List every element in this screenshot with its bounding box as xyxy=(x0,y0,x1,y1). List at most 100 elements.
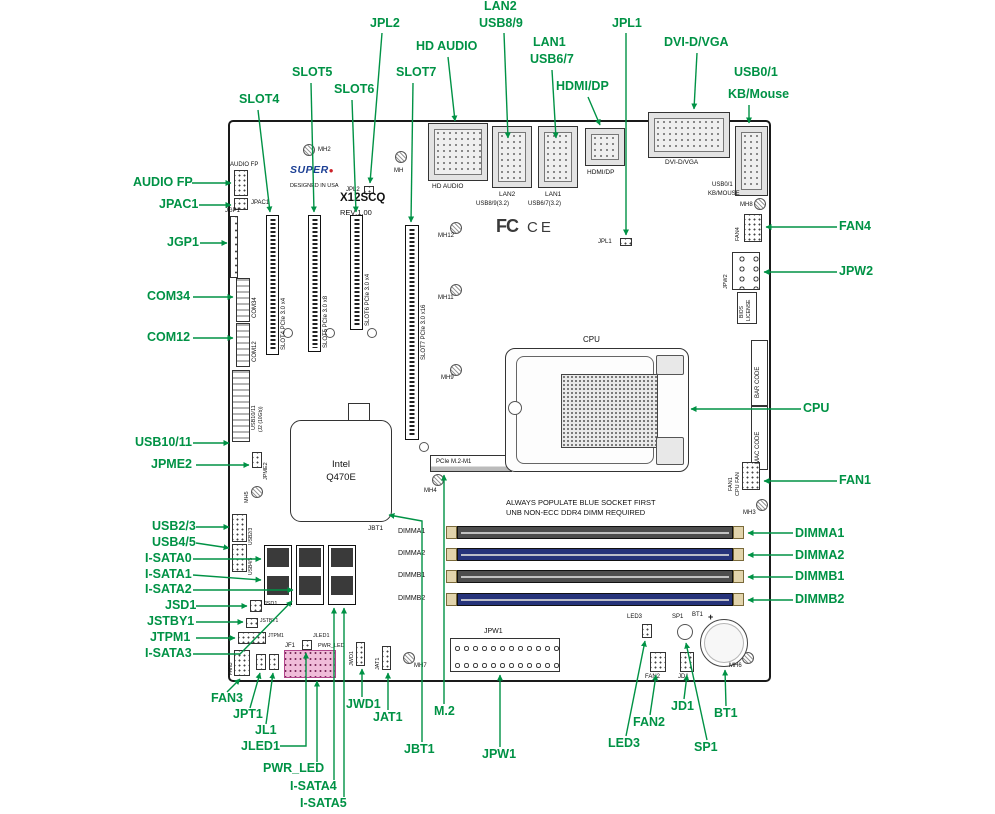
dimmb2-slot xyxy=(457,593,733,606)
dimma1-slot xyxy=(457,526,733,539)
callout-usb10-11: USB10/11 xyxy=(135,435,192,449)
audio-fp-header xyxy=(234,170,248,196)
slot5-screw-hole xyxy=(325,328,335,338)
slot4-screw-hole xyxy=(283,328,293,338)
callout-hdmi-dp: HDMI/DP xyxy=(556,79,609,93)
jpl2-jumper xyxy=(364,186,374,194)
sata-0-1-ports xyxy=(264,545,292,605)
slot4-pcie-x4 xyxy=(266,215,279,355)
com12-connector xyxy=(236,323,250,367)
cpu-silkscreen-label: CPU xyxy=(583,335,600,344)
chipset-name-line1: Intel xyxy=(332,459,350,470)
callout-sp1: SP1 xyxy=(694,740,718,754)
silkscreen-hdmi-dp: HDMI/DP xyxy=(587,169,615,176)
silkscreen-bar-code: BAR CODE xyxy=(755,366,761,398)
callout-dimma2: DIMMA2 xyxy=(795,548,845,562)
cpu-pad-array xyxy=(561,374,658,448)
callout-jwd1: JWD1 xyxy=(346,697,381,711)
silkscreen-mh11: MH11 xyxy=(438,295,454,301)
cpu-lever-top xyxy=(656,355,684,375)
chipset-notch xyxy=(348,403,370,421)
silkscreen-kb-mouse: KB/MOUSE xyxy=(708,191,740,197)
jpt1-header xyxy=(256,654,266,670)
jf1-front-panel-header xyxy=(284,650,336,678)
leader-hd-audio xyxy=(447,56,458,122)
silkscreen-pcie-m-2-m1: PCIe M.2-M1 xyxy=(436,459,472,465)
cpu-alignment-hole xyxy=(508,401,522,415)
mh12-hole xyxy=(450,222,462,234)
silkscreen-slot7-pcie-3-0-x16: SLOT7 PCIe 3.0 x16 xyxy=(421,304,427,360)
designed-in-usa-text: DESIGNED IN USA xyxy=(290,183,339,189)
silkscreen-usb4-5: USB4/5 xyxy=(248,557,254,575)
callout-jpt1: JPT1 xyxy=(233,707,263,721)
fan4-header xyxy=(744,214,762,242)
callout-jpac1: JPAC1 xyxy=(159,197,199,211)
callout-usb6-7: USB6/7 xyxy=(530,52,574,66)
callout-i-sata0: I-SATA0 xyxy=(145,551,192,565)
dimma2-slot xyxy=(457,548,733,561)
silkscreen-jat1: JAT1 xyxy=(375,657,381,670)
callout-pwr-led: PWR_LED xyxy=(263,761,325,775)
fan2-header xyxy=(650,652,666,672)
sp1-speaker xyxy=(677,624,693,640)
silkscreen-mh6: MH6 xyxy=(729,663,742,669)
silkscreen-audio-fp: AUDIO FP xyxy=(230,162,259,168)
slot7-pcie-x16 xyxy=(405,225,419,440)
silkscreen-pwr-led: PWR_LED xyxy=(318,643,345,649)
callout-fan2: FAN2 xyxy=(633,715,665,729)
leader-usb4-5 xyxy=(195,542,230,551)
callout-led3: LED3 xyxy=(608,736,640,750)
mh-hole xyxy=(395,151,407,163)
silkscreen-jf1: JF1 xyxy=(285,643,296,649)
dimm-population-note-2: UNB NON-ECC DDR4 DIMM REQUIRED xyxy=(506,508,646,517)
callout-i-sata1: I-SATA1 xyxy=(145,567,192,581)
callout-usb0-1: USB0/1 xyxy=(734,65,778,79)
silkscreen-dimma1: DIMMA1 xyxy=(398,528,426,535)
board-revision: REV:1.00 xyxy=(340,208,372,217)
ce-mark: CE xyxy=(527,219,554,236)
silkscreen-jsd1: JSD1 xyxy=(264,601,278,607)
dimmb2-latch-right xyxy=(733,593,744,606)
callout-com34: COM34 xyxy=(147,289,191,303)
callout-jpw2: JPW2 xyxy=(839,264,874,278)
silkscreen-fan4: FAN4 xyxy=(735,227,741,241)
callout-lan2: LAN2 xyxy=(484,0,517,13)
dimma1-latch-left xyxy=(446,526,457,539)
silkscreen-com34: COM34 xyxy=(252,297,258,318)
callout-bt1: BT1 xyxy=(714,706,738,720)
com34-connector xyxy=(236,278,250,322)
silkscreen-jtpm1: JTPM1 xyxy=(268,633,284,639)
callout-kb-mouse: KB/Mouse xyxy=(728,87,790,101)
bios-license-box xyxy=(737,292,757,324)
slot5-pcie-x8 xyxy=(308,215,321,352)
callout-jpl2: JPL2 xyxy=(370,16,400,30)
dimma2-latch-right xyxy=(733,548,744,561)
jpac1-header xyxy=(234,198,248,210)
silkscreen-dimma2: DIMMA2 xyxy=(398,550,426,557)
silkscreen-usb6-7-3-2-: USB6/7(3.2) xyxy=(528,201,562,207)
dimma2-latch-left xyxy=(446,548,457,561)
callout-i-sata3: I-SATA3 xyxy=(145,646,192,660)
jl1-header xyxy=(269,654,279,670)
hdmi-dp-port xyxy=(585,128,625,166)
silkscreen-jd1: JD1 xyxy=(678,674,689,680)
jpw1-connector xyxy=(450,638,560,672)
lan1-usb67-port xyxy=(538,126,578,188)
callout-i-sata5: I-SATA5 xyxy=(300,796,347,810)
callout-slot5: SLOT5 xyxy=(292,65,333,79)
silkscreen-jwd1: JWD1 xyxy=(349,651,355,666)
callout-slot4: SLOT4 xyxy=(239,92,280,106)
silkscreen-com12: COM12 xyxy=(252,341,258,362)
silkscreen--: + xyxy=(708,612,714,622)
mh9-hole xyxy=(450,364,462,376)
dimm-population-note-1: ALWAYS POPULATE BLUE SOCKET FIRST xyxy=(506,498,656,507)
jled1-header xyxy=(302,640,312,650)
fcc-mark: FC xyxy=(496,216,519,236)
silkscreen-usb8-9-3-2-: USB8/9(3.2) xyxy=(476,201,510,207)
cpu-socket xyxy=(505,348,689,472)
dimmb1-slot xyxy=(457,570,733,583)
silkscreen-mh2: MH2 xyxy=(318,147,331,153)
silkscreen-lan1: LAN1 xyxy=(545,191,562,198)
silkscreen-dimmb1: DIMMB1 xyxy=(398,572,426,579)
supermicro-logo: SUPER● xyxy=(290,164,335,176)
